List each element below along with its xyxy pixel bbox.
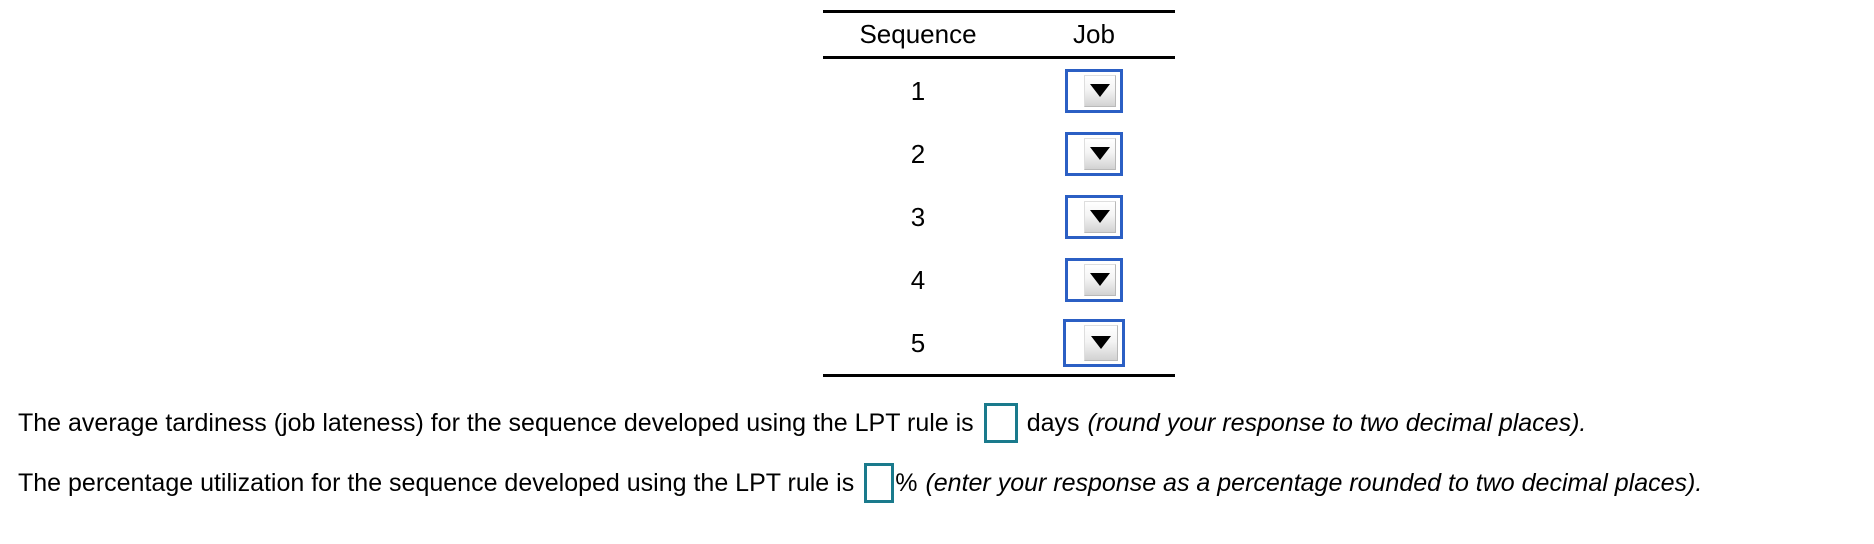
table-row: 2 [823,122,1175,185]
sequence-cell: 2 [823,122,1013,185]
job-cell [1013,248,1175,311]
column-header-sequence: Sequence [823,10,1013,59]
question-hint: (round your response to two decimal plac… [1087,408,1587,437]
question-average-tardiness: The average tardiness (job lateness) for… [18,403,1586,443]
chevron-down-icon [1090,273,1110,286]
job-dropdown-row-2[interactable] [1065,131,1123,176]
table-body: 1 2 [823,58,1175,377]
job-cell [1013,122,1175,185]
chevron-down-icon [1090,84,1110,97]
sequence-job-table: Sequence Job 1 2 [823,10,1175,377]
dropdown-button[interactable] [1084,263,1116,296]
sequence-cell: 1 [823,58,1013,123]
job-cell [1013,311,1175,377]
dropdown-button[interactable] [1084,200,1116,233]
job-dropdown-row-3[interactable] [1065,194,1123,239]
sequence-job-table-container: Sequence Job 1 2 [823,10,1175,377]
dropdown-button[interactable] [1084,74,1116,107]
chevron-down-icon [1090,147,1110,160]
column-header-job: Job [1013,10,1175,59]
sequence-number: 3 [910,201,926,232]
question-percentage-utilization: The percentage utilization for the seque… [18,463,1702,503]
dropdown-button[interactable] [1084,324,1118,361]
sequence-number: 1 [910,75,926,106]
unit-label-days: days [1026,408,1080,437]
job-dropdown-row-1[interactable] [1065,68,1123,113]
question-text-prefix: The average tardiness (job lateness) for… [18,408,974,437]
sequence-cell: 4 [823,248,1013,311]
average-tardiness-input[interactable] [983,403,1018,443]
chevron-down-icon [1091,336,1111,349]
sequence-number: 2 [910,138,926,169]
sequence-number: 4 [910,264,926,295]
table-header-row: Sequence Job [823,10,1175,59]
question-text-prefix: The percentage utilization for the seque… [18,468,855,497]
sequence-cell: 3 [823,185,1013,248]
unit-label-percent: % [895,468,918,497]
sequence-cell: 5 [823,311,1013,377]
job-dropdown-row-4[interactable] [1065,257,1123,302]
job-dropdown-row-5[interactable] [1063,318,1125,367]
table-row: 4 [823,248,1175,311]
dropdown-button[interactable] [1084,137,1116,170]
table-row: 1 [823,58,1175,123]
job-cell [1013,58,1175,123]
question-hint: (enter your response as a percentage rou… [925,468,1703,497]
sequence-number: 5 [910,327,926,358]
chevron-down-icon [1090,210,1110,223]
percentage-utilization-input[interactable] [864,463,895,503]
job-cell [1013,185,1175,248]
table-row: 5 [823,311,1175,377]
table-header: Sequence Job [823,10,1175,59]
table-row: 3 [823,185,1175,248]
